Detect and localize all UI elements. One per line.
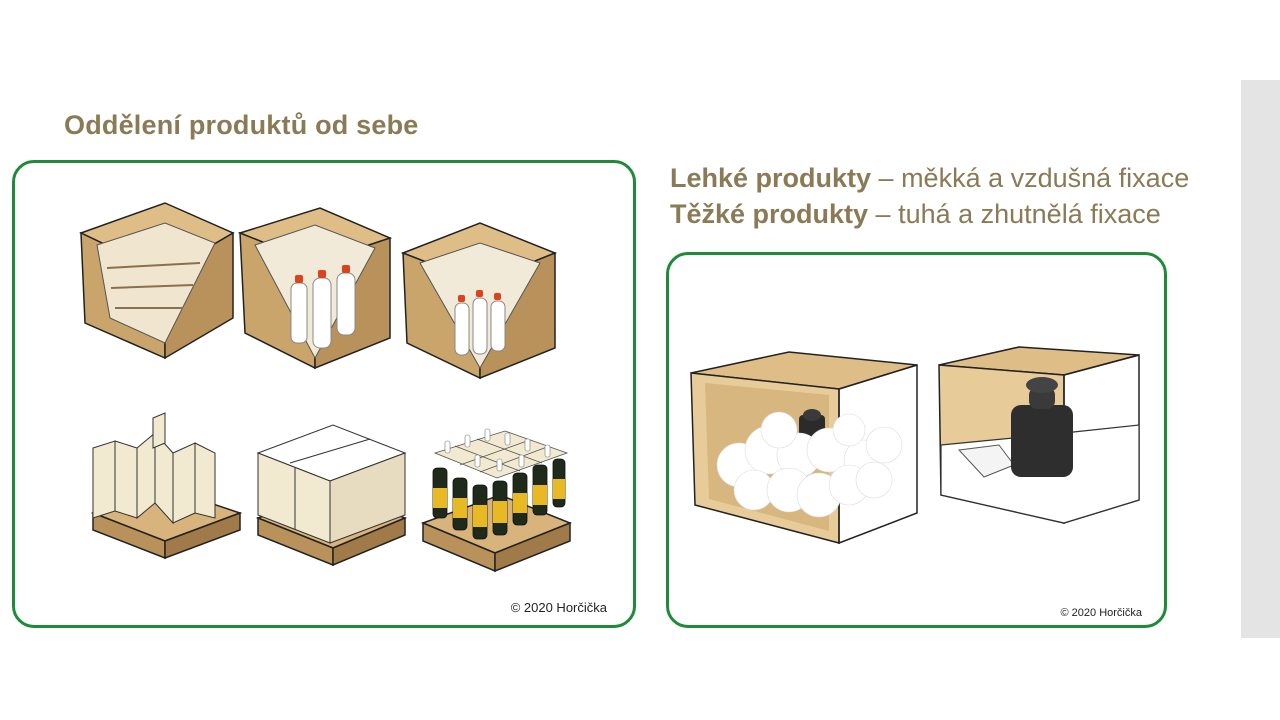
- wine-bottle-grid-tray: [420, 428, 573, 573]
- slide-title: Oddělení produktů od sebe: [64, 110, 419, 140]
- diagonal-shelf-box: [79, 202, 235, 360]
- zigzag-insert-tray: [90, 412, 243, 560]
- subtitle-line-heavy: Těžké produkty – tuhá a zhutnělá fixace: [670, 196, 1189, 232]
- simple-divider-tray: [255, 424, 408, 567]
- left-copyright: © 2020 Horčička: [510, 600, 607, 615]
- left-figure-illustration: [79, 202, 573, 573]
- right-figure-panel: © 2020 Horčička: [666, 252, 1167, 628]
- box-with-rigid-fill: [938, 346, 1140, 525]
- box-with-soft-fill: [690, 351, 918, 545]
- subtitle-heavy-rest: – tuhá a zhutnělá fixace: [868, 199, 1161, 229]
- slide-side-strip: [1241, 80, 1280, 638]
- bottle-divider-box-1: [237, 207, 393, 370]
- subtitle-line-light: Lehké produkty – měkká a vzdušná fixace: [670, 160, 1189, 196]
- left-figure-panel: © 2020 Horčička: [12, 160, 636, 628]
- subtitle-light-bold: Lehké produkty: [670, 163, 872, 193]
- slide-subtitle: Lehké produkty – měkká a vzdušná fixace …: [670, 160, 1189, 232]
- bottle-divider-box-2: [400, 222, 558, 380]
- subtitle-heavy-bold: Těžké produkty: [670, 199, 869, 229]
- right-copyright: © 2020 Horčička: [1060, 607, 1142, 619]
- subtitle-light-rest: – měkká a vzdušná fixace: [871, 163, 1190, 193]
- right-figure-illustration: [690, 346, 1140, 545]
